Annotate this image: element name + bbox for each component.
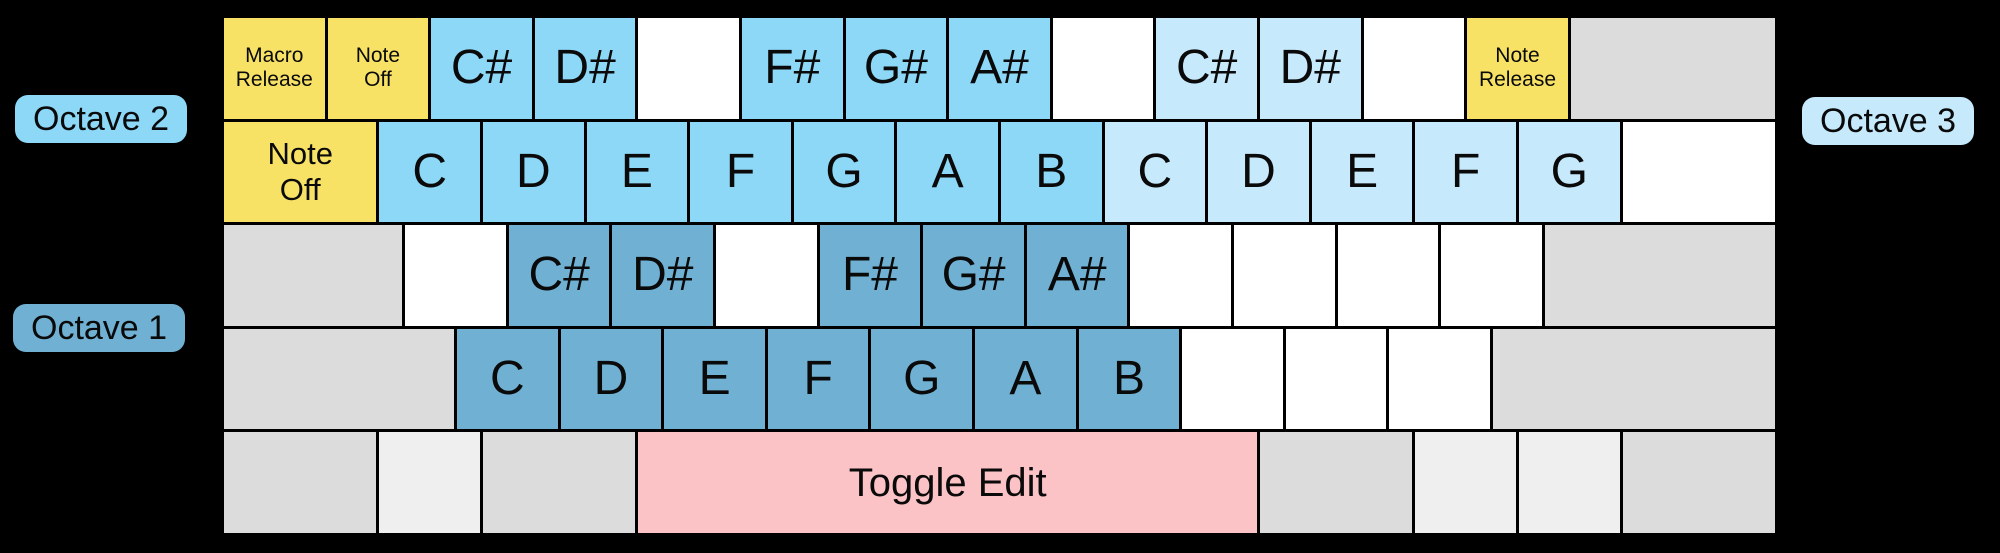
note-e-octave3[interactable]: E	[1311, 121, 1413, 223]
note-b-octave1[interactable]: B	[1078, 328, 1180, 430]
note-a-sharp-octave1[interactable]: A#	[1026, 225, 1128, 326]
note-d-sharp-octave1[interactable]: D#	[612, 225, 714, 326]
note-d-sharp-octave3[interactable]: D#	[1259, 18, 1361, 119]
note-f-octave2[interactable]: F	[690, 121, 791, 223]
note-g-octave1[interactable]: G	[871, 328, 973, 430]
note-g-octave2[interactable]: G	[793, 121, 895, 223]
capslock-filler-key	[224, 225, 403, 326]
note-f-sharp-octave2[interactable]: F#	[741, 18, 843, 119]
note-d-octave1[interactable]: D	[560, 328, 662, 430]
toggle-edit-key[interactable]: Toggle Edit	[638, 432, 1257, 533]
note-f-sharp-octave1[interactable]: F#	[819, 225, 921, 326]
blank-key	[1182, 328, 1283, 430]
blank-key	[1337, 225, 1439, 326]
blank-key	[1130, 225, 1232, 326]
note-g-sharp-octave1[interactable]: G#	[923, 225, 1024, 326]
note-e-octave2[interactable]: E	[586, 121, 688, 223]
note-off-key-top[interactable]: Note Off	[327, 18, 429, 119]
note-c-octave2[interactable]: C	[379, 121, 480, 223]
octave-1-label: Octave 1	[13, 304, 186, 352]
octave-2-label: Octave 2	[15, 95, 188, 143]
note-d-sharp-octave2[interactable]: D#	[534, 18, 636, 119]
note-f-octave1[interactable]: F	[767, 328, 869, 430]
right-meta-filler-key	[1415, 432, 1516, 533]
note-release-key[interactable]: Note Release	[1467, 18, 1568, 119]
note-f-octave3[interactable]: F	[1415, 121, 1516, 223]
menu-filler-key	[1518, 432, 1620, 533]
note-a-sharp-octave2[interactable]: A#	[949, 18, 1050, 119]
right-ctrl-filler-key	[1622, 432, 1775, 533]
note-d-octave3[interactable]: D	[1208, 121, 1309, 223]
macro-release-key[interactable]: Macro Release	[224, 18, 325, 119]
note-c-octave1[interactable]: C	[457, 328, 558, 430]
blank-key	[716, 225, 817, 326]
note-c-octave3[interactable]: C	[1104, 121, 1206, 223]
note-c-sharp-octave2[interactable]: C#	[431, 18, 532, 119]
note-g-octave3[interactable]: G	[1518, 121, 1620, 223]
note-e-octave1[interactable]: E	[664, 328, 765, 430]
blank-key	[1052, 18, 1154, 119]
octave-3-label: Octave 3	[1802, 97, 1975, 145]
note-off-key[interactable]: Note Off	[224, 121, 377, 223]
blank-key	[1441, 225, 1542, 326]
blank-key	[1234, 225, 1335, 326]
right-shift-filler-key	[1493, 328, 1775, 430]
note-g-sharp-octave2[interactable]: G#	[845, 18, 947, 119]
note-a-octave2[interactable]: A	[897, 121, 998, 223]
note-c-sharp-octave1[interactable]: C#	[508, 225, 610, 326]
blank-key	[1363, 18, 1465, 119]
note-d-octave2[interactable]: D	[482, 121, 584, 223]
note-a-octave1[interactable]: A	[975, 328, 1076, 430]
left-alt-filler-key	[482, 432, 636, 533]
blank-key	[405, 225, 506, 326]
enter-filler-key	[1544, 225, 1775, 326]
blank-key	[1622, 121, 1775, 223]
blank-key	[1285, 328, 1387, 430]
left-ctrl-filler-key	[224, 432, 377, 533]
blank-key	[638, 18, 739, 119]
right-alt-filler-key	[1259, 432, 1413, 533]
left-meta-filler-key	[379, 432, 480, 533]
left-shift-filler-key	[224, 328, 455, 430]
note-b-octave2[interactable]: B	[1000, 121, 1102, 223]
note-c-sharp-octave3[interactable]: C#	[1156, 18, 1257, 119]
backspace-filler-key	[1570, 18, 1775, 119]
blank-key	[1389, 328, 1491, 430]
